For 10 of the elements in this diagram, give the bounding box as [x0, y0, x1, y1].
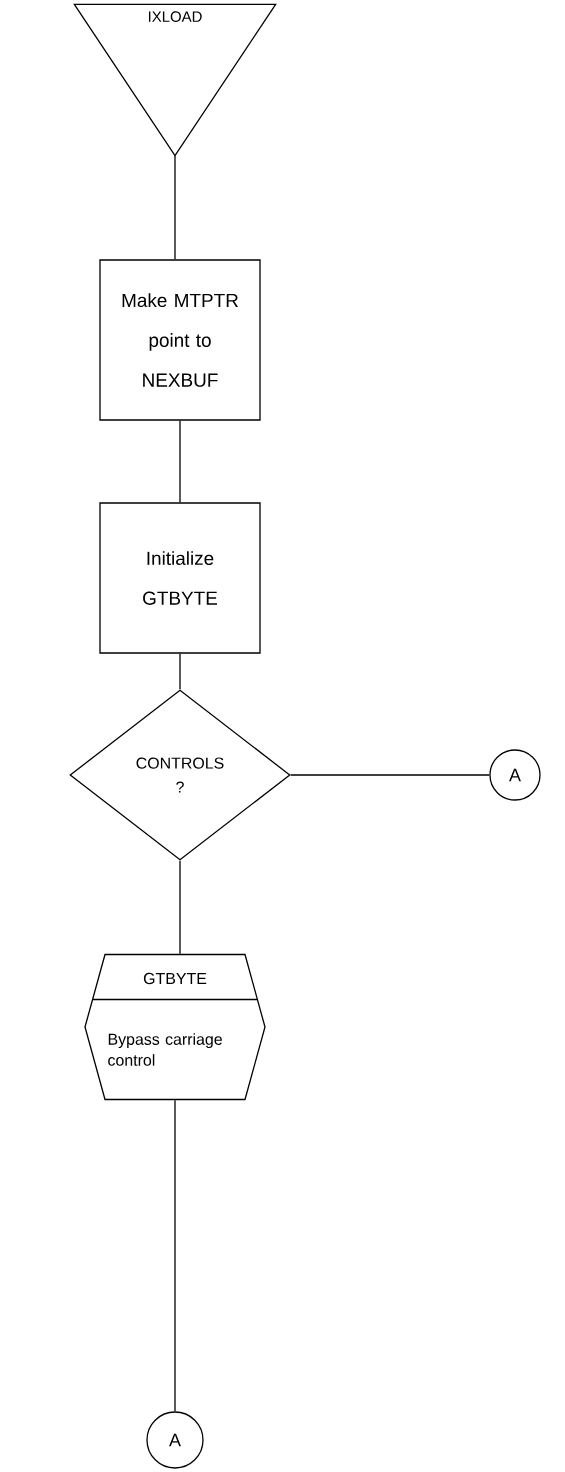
connector-line	[179, 420, 181, 503]
process-box: Initialize GTBYTE	[99, 502, 261, 654]
connector-line	[174, 1099, 176, 1412]
subroutine-hexagon: GTBYTE Bypass carriage control	[84, 953, 266, 1101]
connector-line	[179, 860, 181, 955]
connector-line	[179, 653, 181, 690]
terminal-triangle: IXLOAD	[73, 3, 277, 157]
connector-line	[290, 774, 490, 776]
connector-line	[174, 155, 176, 260]
process-box: Make MTPTR point to NEXBUF	[99, 259, 261, 421]
